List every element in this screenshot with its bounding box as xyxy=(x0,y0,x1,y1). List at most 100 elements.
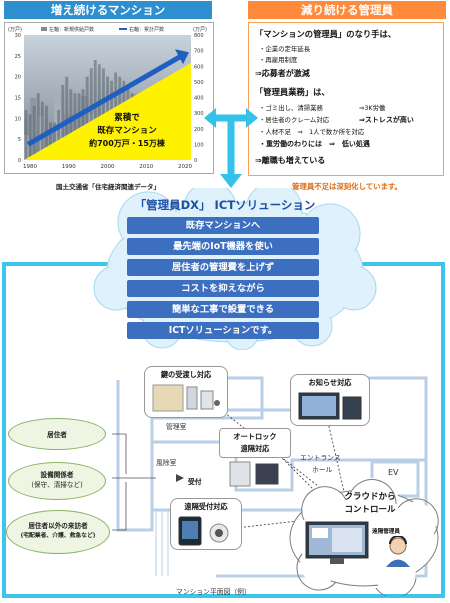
key-locker-icon xyxy=(152,384,220,412)
link-notice-to-cloud xyxy=(327,421,347,501)
right-tick-label: 800 xyxy=(194,33,204,39)
residents-bubble: 居住者 xyxy=(8,418,106,450)
key-handover-card: 鍵の受渡し対応 xyxy=(144,366,228,418)
manager-bullet-3: ・ゴミ出し、清掃業務 xyxy=(259,104,323,112)
label-entrance-2: ホール xyxy=(312,466,333,474)
label-windbreak-room: 風除室 xyxy=(156,459,177,467)
arrow-right-icon xyxy=(246,108,258,128)
dx-line-2: 最先端のIoT機器を使い xyxy=(127,238,319,255)
cloud-label-1: クラウドから xyxy=(344,492,396,502)
manager-result-2: ⇒離職も増えている xyxy=(255,156,326,165)
reception-arrow-icon xyxy=(176,474,184,482)
manager-heading-1: 「マンションの管理員」のなり手は、 xyxy=(255,29,397,39)
manager-bullet-5: ・人材不足 ⇒ 1人で数か所を対応 xyxy=(259,128,365,136)
signage-monitor-icon xyxy=(298,392,362,420)
right-tick-label: 100 xyxy=(194,142,204,148)
equipment-label-1: 設備関係者 xyxy=(40,471,74,479)
right-unit-label: (万戸) xyxy=(193,27,207,33)
manager-bullet-2: ・再雇用制度 xyxy=(259,56,298,64)
supply-bar xyxy=(81,89,85,160)
right-tick-label: 500 xyxy=(194,80,204,86)
notice-card: お知らせ対応 xyxy=(290,374,370,426)
cloud-label-2: コントロール xyxy=(344,505,396,515)
link-residents xyxy=(112,433,127,474)
supply-bar xyxy=(89,68,93,160)
manager-bullet-4: ・居住者のクレーム対応 xyxy=(259,116,330,124)
supply-bar xyxy=(36,93,40,160)
supply-bar xyxy=(97,64,101,160)
autolock-card: オートロック 遠隔対応 xyxy=(219,428,291,458)
callout-line-1: 累積で xyxy=(114,112,140,123)
manager-panel-box: 「マンションの管理員」のなり手は、 ・企業の定年延長 ・再雇用制度 ⇒応募者が激… xyxy=(248,22,444,176)
chart-source: 国土交通省「住宅経済関連データ」 xyxy=(56,183,160,191)
equipment-bubble: 設備関係者 (保守、清掃など) xyxy=(8,462,106,500)
right-tick-label: 200 xyxy=(194,127,204,133)
manager-bullet-3-result: ⇒3K労働 xyxy=(359,104,386,112)
dx-line-3: 居住者の管理費を上げず xyxy=(127,259,319,276)
x-tick-label: 2000 xyxy=(101,164,115,170)
reception-tablet-icon xyxy=(178,516,229,546)
notice-title: お知らせ対応 xyxy=(308,378,352,387)
remote-reception-title: 遠隔受付対応 xyxy=(184,502,228,511)
remote-manager-label: 遠隔管理員 xyxy=(372,529,400,535)
control-pc-monitor-icon xyxy=(305,521,369,564)
key-handover-title: 鍵の受渡し対応 xyxy=(160,370,212,379)
supply-bar xyxy=(93,60,97,160)
arrow-left-icon xyxy=(204,108,216,128)
left-axis-ticks: 0 5 10 15 20 25 30 xyxy=(15,33,21,164)
left-tick-label: 30 xyxy=(15,33,21,39)
label-entrance-1: エントランス xyxy=(300,454,341,462)
supply-bar xyxy=(40,101,44,160)
dx-title: 「管理員DX」 ICTソリューション xyxy=(134,198,316,212)
legend-swatch-cumulative xyxy=(119,28,127,30)
label-mgmt-room: 管理室 xyxy=(166,423,187,431)
condo-supply-chart: (万戸) (万戸) 左軸：新規供給戸数 右軸：累計戸数 累積で 既存マンション … xyxy=(8,26,207,170)
cumulative-arrow-head xyxy=(175,49,189,65)
supply-bar xyxy=(69,89,73,160)
autolock-device-icon xyxy=(229,461,279,487)
supply-bar xyxy=(32,105,36,160)
label-reception: 受付 xyxy=(188,478,202,486)
visitor-label-2: (宅配業者、介護、救急など) xyxy=(20,533,96,539)
supply-bar xyxy=(57,110,61,160)
dx-line-4: コストを抑えながら xyxy=(127,280,319,297)
cumulative-arrow-line xyxy=(26,54,183,147)
right-tick-label: 300 xyxy=(194,111,204,117)
right-tick-label: 700 xyxy=(194,49,204,55)
chart-container: (万戸) (万戸) 左軸：新規供給戸数 右軸：累計戸数 累積で 既存マンション … xyxy=(4,22,214,174)
callout-triangle xyxy=(24,63,191,160)
left-tick-label: 25 xyxy=(15,54,21,60)
left-unit-label: (万戸) xyxy=(8,27,22,33)
manager-bullet-4-result: ⇒ストレスが高い xyxy=(359,116,414,124)
left-tick-label: 15 xyxy=(15,96,21,102)
right-tick-label: 0 xyxy=(194,158,197,164)
manager-bullet-6: ・重労働のわりには ⇒ 低い処遇 xyxy=(259,140,370,148)
supply-bar xyxy=(49,122,52,160)
legend-cumulative: 右軸：累計戸数 xyxy=(129,26,164,33)
left-tick-label: 10 xyxy=(15,116,21,122)
callout-line-2: 既存マンション xyxy=(97,125,157,136)
residents-label: 居住者 xyxy=(47,431,67,439)
legend-new-supply: 左軸：新規供給戸数 xyxy=(49,26,94,33)
supply-bar xyxy=(73,93,77,160)
remote-manager-avatar-icon xyxy=(386,536,410,567)
arrow-down-icon xyxy=(220,174,242,188)
autolock-title-2: 遠隔対応 xyxy=(240,444,270,453)
supply-bar xyxy=(85,76,89,160)
manager-bullet-1: ・企業の定年延長 xyxy=(259,45,311,53)
right-tick-label: 600 xyxy=(194,64,204,70)
left-tick-label: 20 xyxy=(15,75,21,81)
supply-bar xyxy=(28,114,32,160)
manager-result-1: ⇒応募者が激減 xyxy=(255,69,310,78)
left-tick-label: 0 xyxy=(18,158,21,164)
x-tick-label: 2020 xyxy=(178,164,192,170)
x-tick-label: 1980 xyxy=(23,164,37,170)
label-elevator: EV xyxy=(388,468,399,477)
autolock-title-1: オートロック xyxy=(233,432,277,441)
floor-plan-caption: マンション平面図（例） xyxy=(176,588,251,596)
manager-heading-2: 「管理員業務」は、 xyxy=(255,87,330,97)
left-tick-label: 5 xyxy=(18,137,21,143)
visitor-label-1: 居住者以外の来訪者 xyxy=(28,522,88,530)
